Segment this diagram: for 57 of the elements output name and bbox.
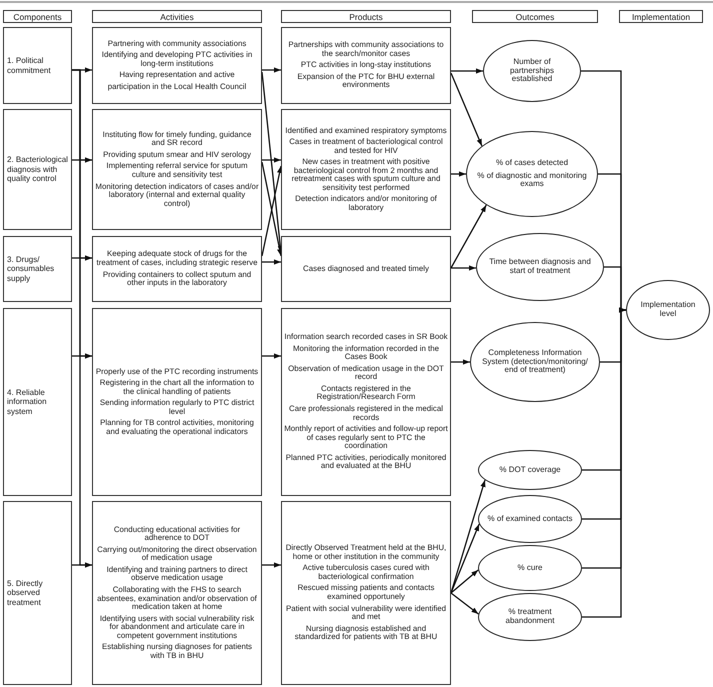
outcome-ellipse — [478, 495, 582, 543]
list-box — [281, 308, 451, 496]
arrow — [451, 68, 483, 74]
component-box — [3, 109, 72, 230]
list-box — [92, 308, 262, 496]
component-label: 4. Reliable information system — [7, 388, 48, 416]
component-label: 1. Political commitment — [7, 56, 52, 76]
arrow — [451, 171, 466, 177]
component-label: 3. Drugs/ consumables supply — [7, 254, 56, 284]
list-box — [92, 27, 262, 104]
arrow — [450, 570, 479, 594]
arrow — [450, 72, 482, 146]
list-box — [281, 109, 451, 230]
header-text: Activities — [160, 12, 194, 22]
arrow — [450, 204, 487, 268]
ellipse-text: Completeness Information System (detection/monitoring/ end of treatment) — [481, 349, 589, 375]
arrow — [450, 524, 480, 594]
arrow — [262, 157, 281, 163]
arrow — [262, 353, 281, 359]
arrow — [582, 307, 626, 618]
component-box — [3, 501, 72, 685]
ellipse-text: Time between diagnosis and start of treatment — [488, 258, 592, 276]
ellipse-text: % of cases detected — [496, 159, 568, 168]
ellipse-text: Implementation level — [640, 301, 696, 319]
ellipse-text: % DOT coverage — [499, 466, 561, 474]
header-text: Outcomes — [516, 12, 554, 22]
arrow — [72, 69, 92, 568]
list-box — [92, 109, 262, 230]
header-text: Products — [349, 12, 383, 22]
arrow — [262, 259, 281, 265]
column-header — [619, 10, 703, 23]
arrow — [451, 359, 470, 365]
ellipse-text: % of examined contacts — [488, 514, 572, 524]
ellipse-text: % of diagnostic and monitoring exams — [476, 172, 588, 189]
header-text: Implementation — [632, 12, 690, 22]
column-header — [472, 10, 598, 23]
ellipse-text: % treatment abandonment — [504, 608, 556, 626]
list-box — [281, 236, 451, 302]
component-box — [3, 308, 72, 496]
ellipse-text: % cure — [518, 564, 542, 572]
arrow — [262, 67, 281, 73]
arrow — [450, 592, 479, 615]
list-box — [281, 501, 451, 685]
column-header — [92, 10, 262, 23]
column-header — [281, 10, 451, 23]
list-box — [92, 501, 262, 685]
list-box — [92, 236, 262, 302]
component-box — [3, 27, 72, 104]
arrow — [262, 562, 281, 568]
ellipse-text: Number of partnerships established — [508, 58, 556, 84]
header-text: Components — [13, 12, 62, 22]
arrow — [451, 265, 476, 271]
component-label: 2. Bacteriological diagnosis with quality control — [7, 155, 68, 184]
component-label: 5. Directly observed treatment — [7, 578, 44, 608]
column-header — [3, 10, 72, 23]
list-box — [281, 27, 451, 104]
component-box — [3, 236, 72, 302]
